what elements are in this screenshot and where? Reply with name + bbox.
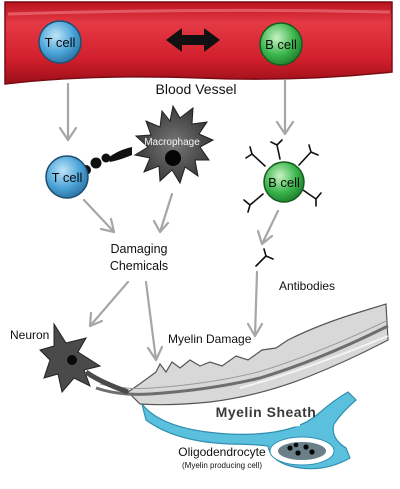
neuron-label: Neuron	[10, 328, 49, 342]
t-cell-vessel-label: T cell	[45, 35, 76, 50]
arrow-b-cell-to-antibody	[256, 209, 280, 246]
arrow-t-cell-to-chemicals	[82, 198, 116, 234]
damaging-chemicals-line2: Chemicals	[110, 259, 168, 273]
t-cell-macrophage-synapse	[81, 147, 132, 175]
neuron	[39, 322, 129, 395]
myelin-sheath-label: Myelin Sheath	[216, 404, 317, 420]
b-cell: B cell	[243, 139, 322, 213]
macrophage: Macrophage	[133, 104, 215, 185]
oligodendrocyte-label: Oligodendrocyte	[178, 445, 266, 459]
b-cell-vessel-label: B cell	[265, 37, 297, 52]
macrophage-label: Macrophage	[144, 137, 200, 148]
arrow-t-cell-down	[58, 82, 78, 142]
t-cell-label: T cell	[52, 170, 83, 185]
oligodendrocyte	[141, 391, 357, 470]
arrows	[58, 78, 295, 362]
axon	[95, 303, 389, 406]
oligodendrocyte-note: (Myelin producing cell)	[182, 461, 262, 470]
antibodies-label: Antibodies	[279, 279, 335, 293]
arrow-antibodies-to-myelin	[246, 270, 264, 338]
arrow-chemicals-to-myelin	[144, 280, 164, 362]
b-cell-label: B cell	[268, 175, 300, 190]
t-cell-in-vessel: T cell	[38, 20, 82, 64]
arrow-macrophage-to-chemicals	[152, 192, 174, 234]
b-cell-receptors	[243, 139, 322, 213]
arrow-chemicals-to-neuron	[88, 280, 130, 328]
blood-vessel-label: Blood Vessel	[156, 81, 237, 97]
b-cell-in-vessel: B cell	[259, 22, 303, 66]
myelin-damage-label: Myelin Damage	[168, 332, 252, 346]
damaging-chemicals-line1: Damaging	[111, 242, 168, 256]
double-arrow-icon	[166, 28, 220, 52]
antibody-icon	[255, 248, 274, 267]
t-cell: T cell	[45, 155, 89, 199]
arrow-b-cell-down	[275, 78, 295, 136]
